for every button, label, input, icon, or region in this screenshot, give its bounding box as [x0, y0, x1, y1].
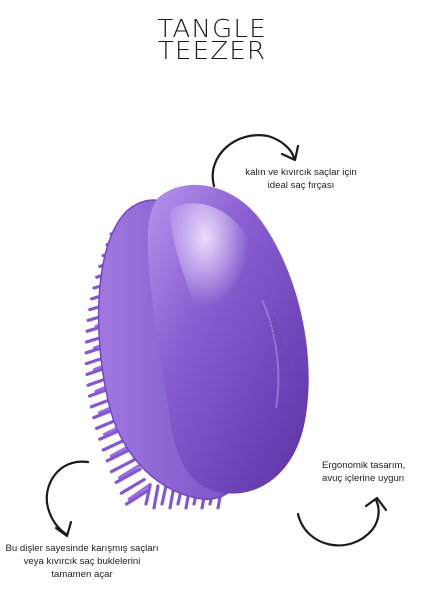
curved-arrow-icon	[296, 496, 388, 547]
brand-logo: TANGLE TEEZER	[0, 14, 424, 65]
callout-top-line-2: ideal saç fırçası	[267, 180, 335, 191]
bristle	[152, 484, 160, 510]
bristle	[124, 488, 151, 506]
bristle	[114, 467, 142, 484]
callout-detangle-teeth: Bu dişler sayesinde karışmış saçları vey…	[0, 542, 172, 581]
bristle	[144, 484, 152, 506]
curved-arrow-icon	[211, 134, 300, 188]
callout-right-line-2: avuç içlerine uygun	[322, 473, 405, 484]
callout-left-line-2: veya kıvırcık saç buklelerini	[23, 556, 141, 567]
brand-logo-line-1: TANGLE	[157, 14, 267, 43]
curved-arrow-icon	[45, 460, 90, 538]
callout-top-line-1: kalın ve kıvırcık saçlar için	[245, 167, 357, 178]
callout-thick-curly-hair: kalın ve kıvırcık saçlar için ideal saç …	[236, 166, 366, 192]
bristle	[160, 484, 168, 506]
bristle	[117, 461, 145, 480]
callout-left-line-1: Bu dişler sayesinde karışmış saçları	[5, 543, 159, 554]
callout-ergonomic-design: Ergonomik tasarım, avuç içlerine uygun	[322, 459, 424, 485]
brand-logo-line-2: TEEZER	[157, 36, 267, 65]
callout-left-line-3: tamamen açar	[51, 569, 113, 580]
bristle	[109, 456, 139, 474]
bristle	[127, 482, 152, 501]
callout-right-line-1: Ergonomik tasarım,	[322, 460, 406, 471]
bristle	[119, 477, 146, 495]
